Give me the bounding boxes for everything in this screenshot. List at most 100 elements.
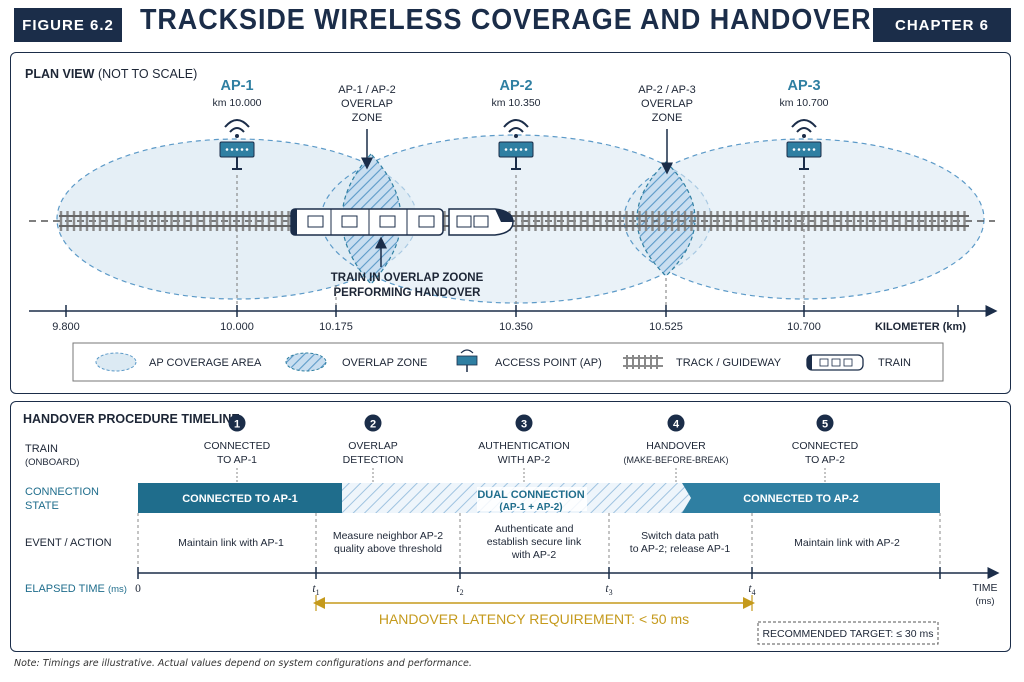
km-tick-label: 10.350 xyxy=(499,321,533,333)
ap-3-name: AP-3 xyxy=(787,78,820,94)
event-text-line: Measure neighbor AP-2 xyxy=(333,530,443,542)
time-tick-label: t1 xyxy=(312,583,319,597)
event-text-line: Maintain link with AP-2 xyxy=(794,537,900,549)
access-point-icon xyxy=(786,141,822,170)
legend-train-icon xyxy=(806,354,864,371)
time-axis-unit: (ms) xyxy=(976,596,995,607)
legend-train-label: TRAIN xyxy=(878,357,911,369)
state-label-dual-sub: (AP-1 + AP-2) xyxy=(499,502,562,513)
wifi-signal-icon xyxy=(503,119,529,138)
step-number: 3 xyxy=(521,419,527,431)
footnote: Note: Timings are illustrative. Actual v… xyxy=(14,658,472,669)
svg-text:PLAN VIEW (NOT TO SCAL: PLAN VIEW (NOT TO SCALE) xyxy=(25,67,197,81)
step-title-line2: DETECTION xyxy=(343,454,404,466)
train xyxy=(290,208,514,236)
access-point-3: AP-3 km 10.700 xyxy=(779,78,829,170)
step-title-line2: TO AP-1 xyxy=(217,454,257,466)
wifi-signal-icon xyxy=(224,119,250,138)
time-tick-label: 0 xyxy=(135,583,141,595)
step-number-badge xyxy=(515,414,533,432)
event-action-5: Maintain link with AP-2 xyxy=(794,537,900,549)
legend-overlap-label: OVERLAP ZONE xyxy=(342,357,427,369)
event-text-line: to AP-2; release AP-1 xyxy=(630,543,731,555)
step-number: 4 xyxy=(673,419,680,431)
figure-title: TRACKSIDE WIRELESS COVERAGE AND HANDOVER xyxy=(140,4,872,36)
row-label-event: EVENT / ACTION xyxy=(25,537,112,549)
ap-1-km: km 10.000 xyxy=(212,97,261,109)
step-title-line2: TO AP-2 xyxy=(805,454,845,466)
step-title-line2: (MAKE-BEFORE-BREAK) xyxy=(623,455,728,465)
legend-access-point-label: ACCESS POINT (AP) xyxy=(495,357,602,369)
timeline-heading: HANDOVER PROCEDURE TIMELINE xyxy=(23,412,240,426)
legend-track-icon xyxy=(623,355,663,369)
event-text-line: Maintain link with AP-1 xyxy=(178,537,284,549)
ap-1-name: AP-1 xyxy=(220,78,253,94)
event-text-line: establish secure link xyxy=(487,536,582,548)
overlap-zone-2-label-line3: ZONE xyxy=(652,112,683,124)
step-number: 2 xyxy=(370,419,376,431)
row-label-train: TRAIN xyxy=(25,443,58,455)
time-tick-label: t2 xyxy=(456,583,463,597)
ap-2-name: AP-2 xyxy=(499,78,532,94)
step-number-badge xyxy=(228,414,246,432)
legend-access-point-icon xyxy=(456,349,478,372)
svg-text:ELAPSED TIME (ms): ELAPSED TIME (ms) xyxy=(25,583,127,595)
step-number: 1 xyxy=(234,419,240,431)
step-number: 5 xyxy=(822,419,828,431)
wifi-signal-icon xyxy=(791,119,817,138)
kilometer-axis-label: KILOMETER (km) xyxy=(875,321,966,333)
overlap-zone-2-label-line1: AP-2 / AP-3 xyxy=(638,84,695,96)
figure-label-badge: FIGURE 6.2 xyxy=(14,8,122,42)
connection-state-bar: CONNECTED TO AP-1 DUAL CONNECTION (AP-1 … xyxy=(138,483,940,513)
access-point-icon xyxy=(498,141,534,170)
legend-coverage-label: AP COVERAGE AREA xyxy=(149,357,262,369)
handover-timeline-diagram: HANDOVER PROCEDURE TIMELINE TRAIN (ONBOA… xyxy=(23,412,1000,645)
access-point-icon xyxy=(219,141,255,170)
step-title-line2: WITH AP-2 xyxy=(498,454,551,466)
step-title-line1: HANDOVER xyxy=(646,440,706,452)
km-tick-label: 9.800 xyxy=(52,321,80,333)
time-tick-label: t4 xyxy=(748,583,755,597)
state-label-ap1: CONNECTED TO AP-1 xyxy=(182,493,298,505)
access-point-1: AP-1 km 10.000 xyxy=(212,78,262,170)
step-title-line1: OVERLAP xyxy=(348,440,398,452)
time-tick-label: t3 xyxy=(605,583,612,597)
ap-2-km: km 10.350 xyxy=(491,97,540,109)
step-title-line1: CONNECTED xyxy=(204,440,271,452)
row-label-elapsed-time: ELAPSED TIME xyxy=(25,583,105,595)
state-label-dual: DUAL CONNECTION xyxy=(477,489,584,501)
event-text-line: with AP-2 xyxy=(511,549,557,561)
km-tick-label: 10.175 xyxy=(319,321,353,333)
ap-3-km: km 10.700 xyxy=(779,97,828,109)
time-axis-label: TIME xyxy=(972,582,997,594)
step-number-badge xyxy=(667,414,685,432)
event-action-1: Maintain link with AP-1 xyxy=(178,537,284,549)
event-text-line: Authenticate and xyxy=(495,523,574,535)
recommended-target-box xyxy=(757,621,939,645)
step-title-line1: AUTHENTICATION xyxy=(478,440,569,452)
overlap-zone-1-label-line2: OVERLAP xyxy=(341,98,393,110)
row-label-train-sub: (ONBOARD) xyxy=(25,457,79,468)
plan-view-diagram: PLAN VIEW (NOT TO SCALE) xyxy=(25,67,998,382)
latency-requirement-label: HANDOVER LATENCY REQUIREMENT: < 50 ms xyxy=(379,611,689,627)
km-tick-label: 10.700 xyxy=(787,321,821,333)
handover-timeline-panel: HANDOVER PROCEDURE TIMELINE TRAIN (ONBOA… xyxy=(10,401,1011,652)
state-segment-ap2 xyxy=(682,483,940,513)
track-guideway xyxy=(29,211,995,231)
km-tick-label: 10.000 xyxy=(220,321,254,333)
access-point-2: AP-2 km 10.350 xyxy=(491,78,541,170)
event-text-line: quality above threshold xyxy=(334,543,442,555)
chapter-label-badge: CHAPTER 6 xyxy=(873,8,1011,42)
state-label-ap2: CONNECTED TO AP-2 xyxy=(743,493,859,505)
overlap-zone-1-label-line1: AP-1 / AP-2 xyxy=(338,84,395,96)
overlap-zone-2-label-line2: OVERLAP xyxy=(641,98,693,110)
